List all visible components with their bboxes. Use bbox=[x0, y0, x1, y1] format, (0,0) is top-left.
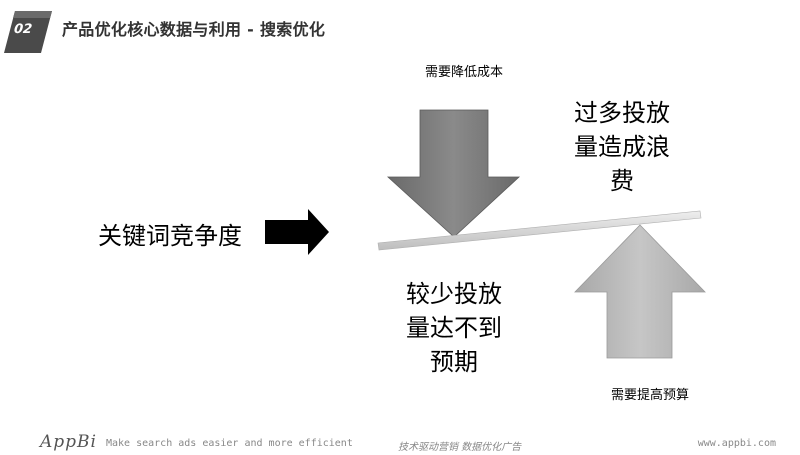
upper-right-text-line: 过多投放 bbox=[574, 99, 670, 127]
lower-center-text: 较少投放 量达不到 预期 bbox=[392, 277, 516, 379]
lower-center-text-line: 预期 bbox=[430, 348, 478, 376]
down-arrow bbox=[386, 109, 521, 238]
up-arrow bbox=[574, 224, 706, 359]
right-pointing-arrow bbox=[265, 209, 329, 255]
upper-right-text-line: 费 bbox=[610, 167, 634, 195]
upper-right-text-line: 量造成浪 bbox=[574, 133, 670, 161]
footer-slogan: Make search ads easier and more efficien… bbox=[106, 438, 353, 449]
upper-right-text: 过多投放 量造成浪 费 bbox=[560, 96, 684, 198]
lower-center-text-line: 量达不到 bbox=[406, 314, 502, 342]
keyword-competition-label: 关键词竞争度 bbox=[98, 222, 242, 250]
lower-center-text-line: 较少投放 bbox=[406, 280, 502, 308]
top-arrow-label: 需要降低成本 bbox=[425, 65, 504, 80]
footer-url: www.appbi.com bbox=[697, 438, 776, 449]
bottom-arrow-label: 需要提高预算 bbox=[611, 388, 690, 403]
footer-logo: AppBi bbox=[40, 432, 97, 452]
footer-tagline: 技术驱动营销 数据优化广告 bbox=[398, 442, 522, 453]
balance-beam bbox=[377, 210, 702, 251]
section-number-badge bbox=[4, 11, 52, 53]
page-title: 产品优化核心数据与利用 - 搜索优化 bbox=[62, 20, 326, 39]
